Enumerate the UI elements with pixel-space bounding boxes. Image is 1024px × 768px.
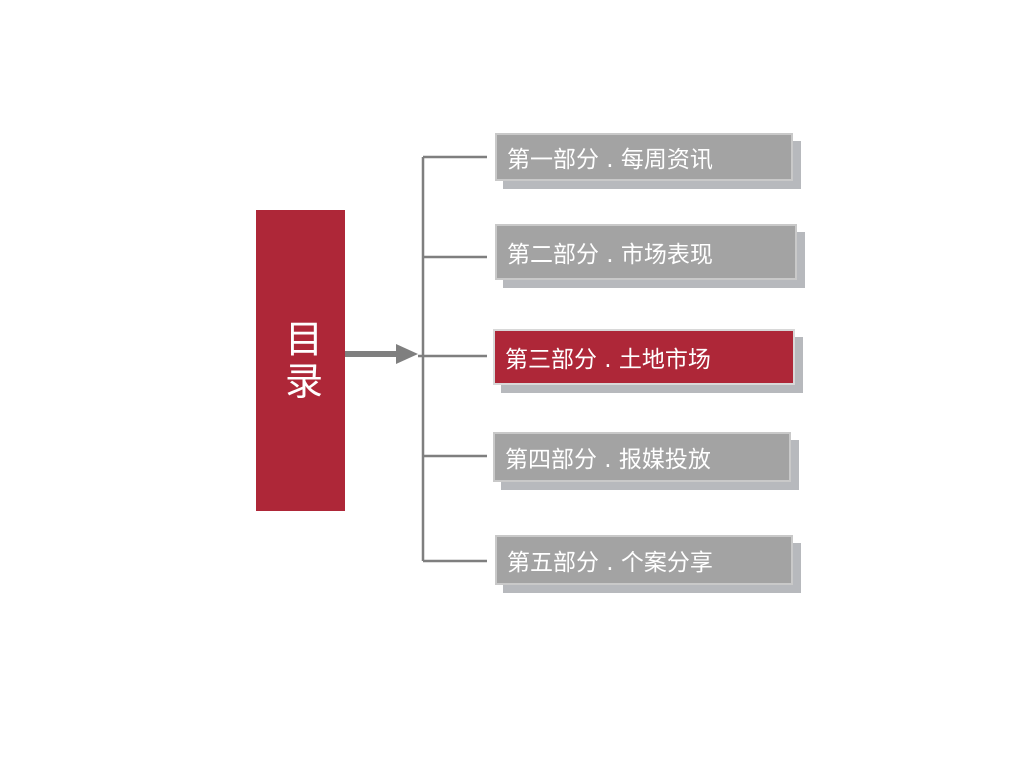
toc-item-label: 第五部分 . 个案分享 bbox=[495, 535, 793, 585]
toc-item-label: 第一部分 . 每周资讯 bbox=[495, 133, 793, 181]
toc-item-1[interactable]: 第一部分 . 每周资讯 bbox=[495, 133, 801, 189]
arrow-head-icon bbox=[396, 344, 418, 364]
toc-item-label: 第二部分 . 市场表现 bbox=[495, 224, 797, 280]
toc-item-5[interactable]: 第五部分 . 个案分享 bbox=[495, 535, 801, 593]
toc-item-label: 第四部分 . 报媒投放 bbox=[493, 432, 791, 482]
toc-item-4[interactable]: 第四部分 . 报媒投放 bbox=[493, 432, 799, 490]
toc-title: 目录 bbox=[278, 318, 323, 403]
toc-item-2[interactable]: 第二部分 . 市场表现 bbox=[495, 224, 805, 288]
toc-title-block: 目录 bbox=[256, 210, 345, 511]
toc-item-3[interactable]: 第三部分 . 土地市场 bbox=[493, 329, 803, 393]
toc-item-label: 第三部分 . 土地市场 bbox=[493, 329, 795, 385]
